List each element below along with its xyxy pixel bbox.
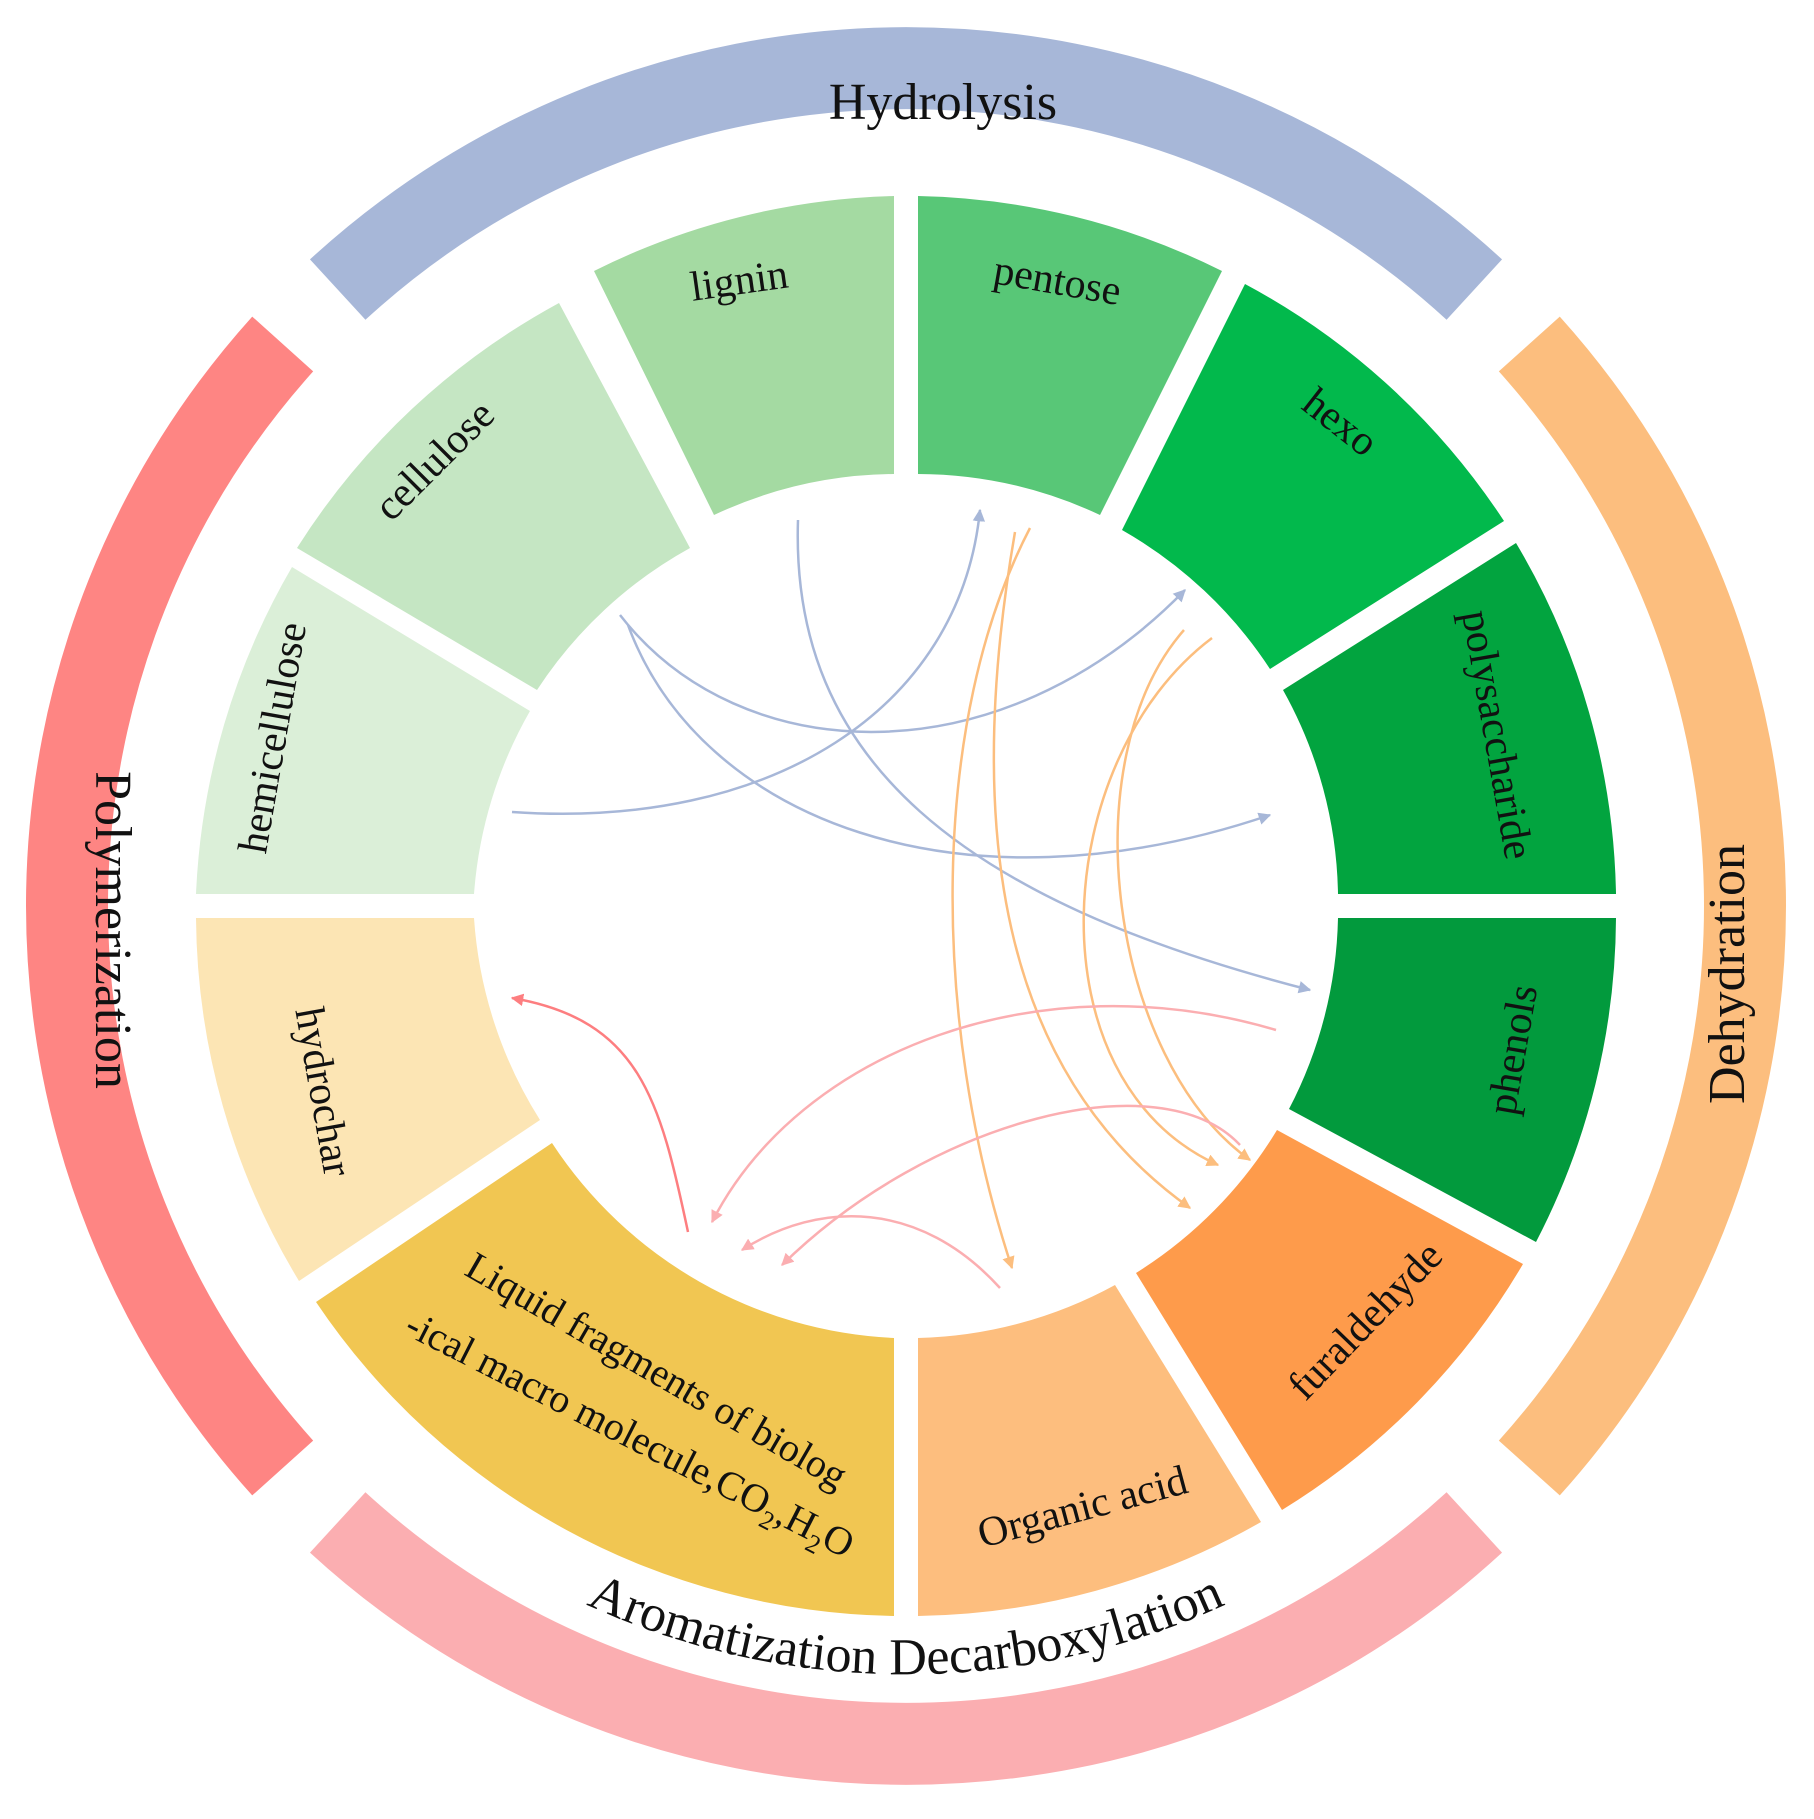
segment-liquid-fragments bbox=[316, 1143, 894, 1616]
outer-ring bbox=[26, 27, 1786, 1785]
segment-hydrochar bbox=[196, 918, 540, 1281]
arrow-cellulose-to-polysaccharide bbox=[626, 624, 1272, 859]
arrow-hexo-to-organic-acid bbox=[1116, 629, 1252, 1162]
segment-cellulose bbox=[297, 303, 690, 690]
segment-lignin bbox=[594, 196, 894, 515]
arrow-furaldehyde-to-liquid bbox=[781, 1104, 1241, 1266]
arrow-pentose-to-furaldehyde bbox=[992, 531, 1192, 1210]
arrow-hexo-to-furaldehyde bbox=[1082, 637, 1220, 1167]
label-polymerization: Polymerization bbox=[84, 771, 141, 1089]
label-dehydration: Dehydration bbox=[1699, 844, 1756, 1104]
segment-organic-acid bbox=[918, 1285, 1261, 1616]
arrow-lignin-to-phenols bbox=[796, 519, 1312, 994]
segment-polysaccharide bbox=[1283, 543, 1616, 894]
segment-hexo bbox=[1122, 284, 1504, 669]
segment-pentose bbox=[918, 196, 1222, 515]
arrow-pentose-to-organic-acid bbox=[951, 527, 1032, 1270]
arrow-hemicellulose-to-pentose bbox=[511, 508, 986, 816]
ring-hydrolysis bbox=[309, 27, 1503, 320]
ring-polymerization bbox=[26, 316, 314, 1496]
segment-furaldehyde bbox=[1136, 1130, 1523, 1510]
arrow-organic-acid-to-liquid bbox=[740, 1215, 1001, 1289]
arrow-phenols-to-liquid bbox=[710, 1004, 1277, 1224]
arrow-cellulose-to-hexo bbox=[619, 589, 1186, 734]
ring-dehydration bbox=[1498, 316, 1786, 1496]
arrow-liquid-to-hydrochar bbox=[510, 993, 690, 1233]
connections bbox=[510, 508, 1312, 1289]
segment-hemicellulose bbox=[196, 567, 530, 894]
segment-phenols bbox=[1289, 918, 1616, 1242]
label-hydrolysis: Hydrolysis bbox=[829, 74, 1057, 131]
inner-segments bbox=[196, 196, 1616, 1616]
ring-aromatization bbox=[309, 1492, 1503, 1785]
label-aromatization: Aromatization Decarboxylation bbox=[581, 1563, 1231, 1686]
